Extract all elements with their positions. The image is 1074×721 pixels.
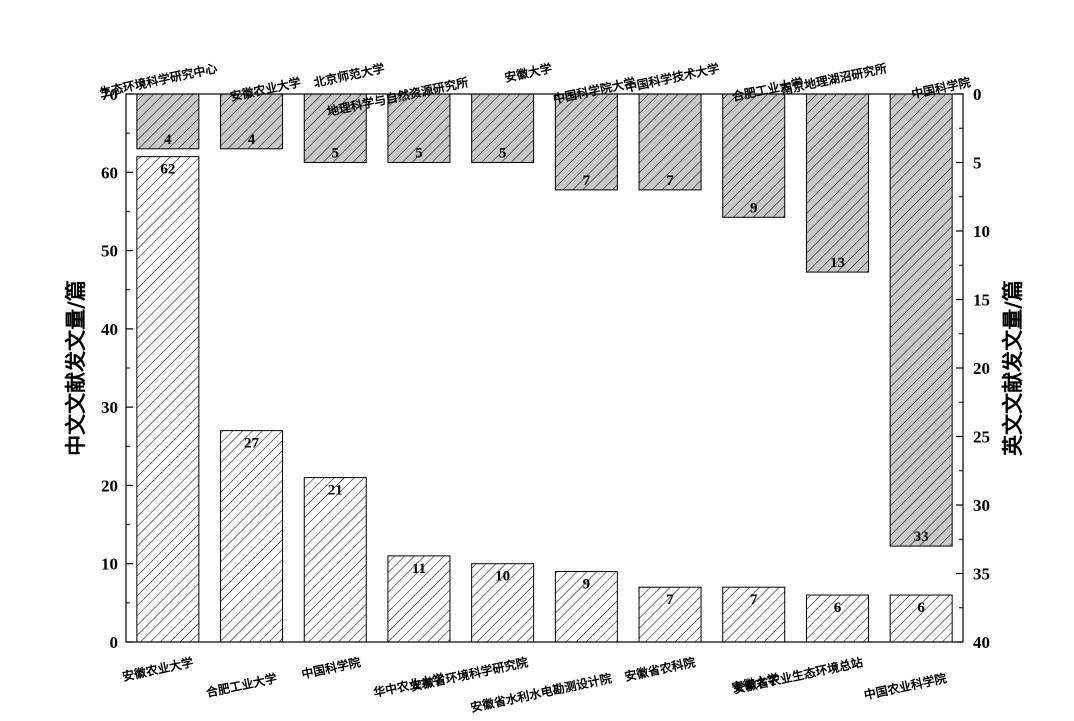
right-tick-label: 15 (973, 291, 990, 310)
left-tick-label: 70 (101, 85, 118, 104)
right-tick-label: 0 (973, 85, 982, 104)
right-tick-label: 10 (973, 222, 990, 241)
en-bar-label-9: 33 (914, 529, 929, 545)
en-bar-label-7: 9 (750, 200, 758, 216)
en-bar-2 (303, 93, 367, 163)
chinese-bars (136, 156, 953, 643)
right-tick-label: 30 (973, 496, 990, 515)
en-category-6: 中国科学技术大学 (624, 60, 721, 95)
right-tick-label: 40 (973, 633, 990, 652)
right-axis-label: 英文文献发文量/篇 (1001, 280, 1025, 456)
cn-bar-label-2: 21 (328, 483, 343, 499)
en-bar-4 (471, 93, 535, 163)
cn-bar-0 (136, 156, 200, 643)
cn-bar-3 (387, 555, 451, 643)
cn-category-8: 安徽省农业生态环境总站 (732, 654, 864, 696)
left-tick-label: 40 (101, 320, 118, 339)
cn-bar-9 (889, 594, 953, 643)
cn-category-0: 安徽农业大学 (121, 654, 195, 684)
cn-bar-label-5: 9 (583, 577, 591, 593)
cn-category-1: 合肥工业大学 (205, 670, 279, 700)
en-bar-label-5: 7 (583, 173, 591, 189)
cn-bar-label-8: 6 (834, 600, 842, 616)
en-bar-label-1: 4 (248, 132, 256, 148)
left-tick-label: 0 (110, 633, 119, 652)
en-bar-9 (889, 93, 953, 547)
cn-bar-label-1: 27 (244, 436, 260, 452)
cn-bar-5 (554, 571, 618, 643)
cn-category-2: 中国科学院 (300, 654, 362, 681)
cn-category-6: 安徽省农科院 (623, 654, 697, 684)
en-bar-label-3: 5 (415, 146, 423, 162)
en-bar-0 (136, 93, 200, 150)
en-bar-label-2: 5 (332, 146, 340, 162)
cn-bar-label-6: 7 (666, 592, 674, 608)
en-category-4: 安徽大学 (503, 60, 553, 85)
cn-bar-label-0: 62 (160, 162, 175, 178)
cn-bar-2 (303, 477, 367, 643)
cn-category-9: 中国农业科学院 (862, 670, 947, 702)
data-labels: 62 27 21 11 10 9 7 7 6 6 4 4 5 5 5 7 7 9 13 33 (160, 132, 928, 616)
left-tick-label: 50 (101, 242, 118, 261)
en-bar-label-0: 4 (164, 132, 172, 148)
left-tick-label: 30 (101, 398, 118, 417)
en-bar-1 (220, 93, 284, 150)
cn-bar-label-4: 10 (495, 569, 510, 585)
right-tick-label: 20 (973, 359, 990, 378)
cn-bar-label-7: 7 (750, 592, 758, 608)
en-bar-6 (638, 93, 702, 191)
right-tick-label: 5 (973, 154, 982, 173)
bottom-category-labels: 安徽农业大学合肥工业大学中国科学院华中农业大学安徽省环境科学研究院安徽省水利水电… (121, 654, 948, 715)
right-tick-label: 35 (973, 565, 990, 584)
cn-bar-1 (220, 430, 284, 643)
right-axis-ticks: 0 5 10 15 20 25 30 35 40 (956, 85, 990, 652)
english-bars (136, 93, 953, 547)
en-bar-label-6: 7 (666, 173, 674, 189)
left-axis-label: 中文文献发文量/篇 (64, 280, 88, 456)
en-bar-7 (722, 93, 786, 218)
right-tick-label: 25 (973, 428, 990, 447)
en-bar-label-4: 5 (499, 146, 507, 162)
left-tick-label: 20 (101, 476, 118, 495)
en-bar-label-8: 13 (830, 255, 845, 271)
cn-bar-label-3: 11 (412, 561, 426, 577)
left-tick-label: 60 (101, 163, 118, 182)
left-tick-label: 10 (101, 555, 118, 574)
left-axis-ticks: 0 10 20 30 40 50 60 70 (101, 85, 133, 652)
cn-bar-7 (722, 586, 786, 643)
en-bar-8 (805, 93, 869, 273)
cn-bar-label-9: 6 (917, 600, 925, 616)
en-category-2: 北京师范大学 (312, 60, 386, 90)
en-bar-5 (554, 93, 618, 191)
